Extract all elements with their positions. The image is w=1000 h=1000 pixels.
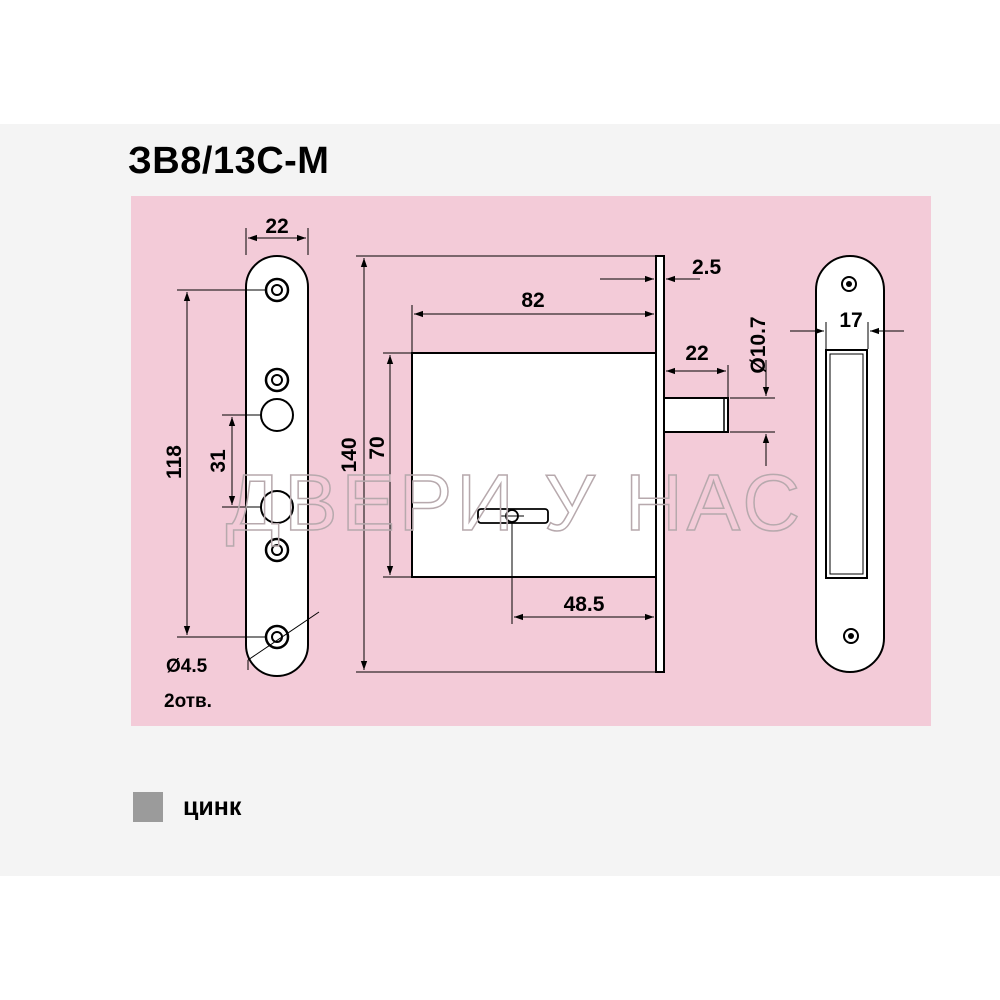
zinc-color-swatch <box>133 792 163 822</box>
hole-count-label: 2отв. <box>164 691 212 712</box>
face-plate-edge <box>655 255 665 673</box>
lock-case <box>411 352 657 578</box>
legend: цинк <box>133 792 241 822</box>
strike-hole-top <box>841 276 857 292</box>
front-plate-width-label: 22 <box>265 215 288 238</box>
hole-diameter-label: Ø4.5 <box>166 656 208 677</box>
bolt-length-label: 22 <box>685 342 708 365</box>
strike-hole-bottom <box>843 628 859 644</box>
front-plate-height-label: 118 <box>163 445 186 479</box>
total-height-label: 140 <box>338 437 361 472</box>
screw-hole-bottom <box>264 624 290 650</box>
watermark: ДВЕРИ У НАС <box>226 458 804 547</box>
bolt-hole-upper <box>260 398 294 432</box>
product-title: ЗВ8/13С-М <box>128 140 330 182</box>
plate-thickness-label: 2.5 <box>692 256 722 279</box>
bolt-diameter-label: Ø10.7 <box>747 316 770 373</box>
bolt <box>663 397 729 433</box>
backset-label: 48.5 <box>564 593 605 616</box>
strike-width-label: 17 <box>839 309 862 332</box>
screw-hole <box>264 537 290 563</box>
hole-spacing-label: 31 <box>207 449 230 473</box>
strike-plate-view: 17 <box>790 255 904 673</box>
strike-opening <box>825 349 868 579</box>
screw-hole <box>264 367 290 393</box>
front-plate <box>245 255 309 677</box>
screw-hole-top <box>264 277 290 303</box>
case-height-label: 70 <box>366 436 389 459</box>
keyhole <box>477 508 549 524</box>
legend-label: цинк <box>183 792 242 821</box>
case-depth-label: 82 <box>521 289 544 312</box>
side-view: 82 2.5 22 Ø10.7 140 70 48.5 <box>338 255 775 673</box>
leader-line <box>247 611 320 661</box>
front-plate-view: 22 118 31 Ø4.5 2отв. <box>163 215 320 712</box>
